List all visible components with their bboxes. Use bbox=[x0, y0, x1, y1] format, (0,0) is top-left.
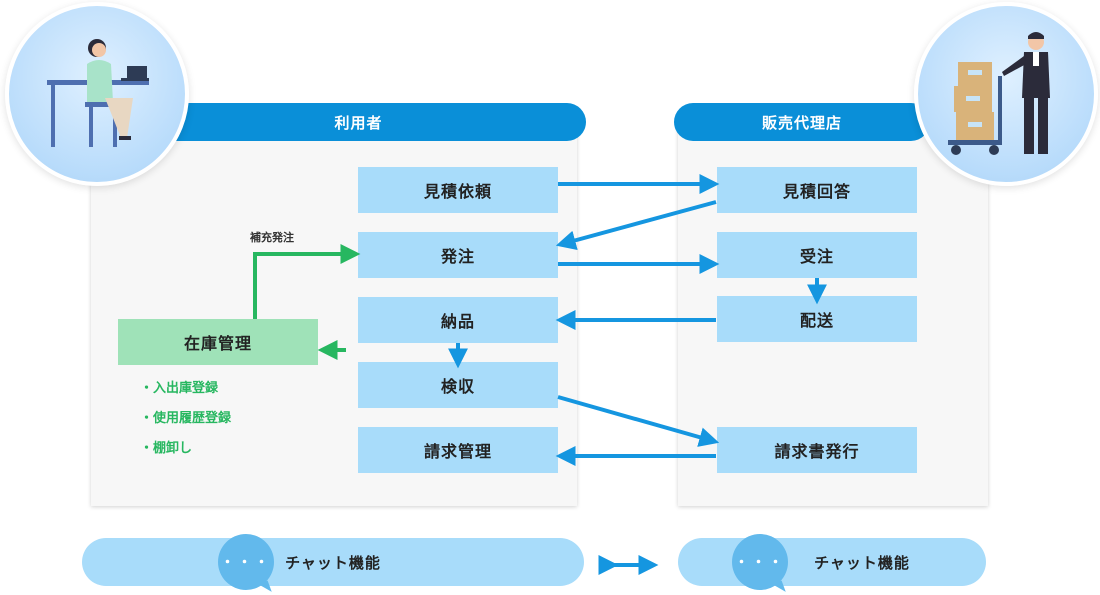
feature-item: ・入出庫登録 bbox=[140, 381, 219, 396]
arrow-inspection-to-invoice bbox=[557, 395, 720, 447]
step-estimate-request: 見積依頼 bbox=[358, 167, 558, 213]
inventory-feature-list: ・入出庫登録 ・使用履歴登録 ・棚卸し bbox=[140, 378, 231, 468]
dealer-header: 販売代理店 bbox=[674, 103, 930, 141]
step-billing-management: 請求管理 bbox=[358, 427, 558, 473]
inventory-management-box: 在庫管理 bbox=[118, 319, 318, 365]
refill-order-label: 補充発注 bbox=[250, 231, 294, 244]
feature-item: ・棚卸し bbox=[140, 441, 193, 456]
arrow-refill-order bbox=[253, 244, 361, 319]
chat-bar-user[interactable]: チャット機能 bbox=[82, 538, 584, 586]
chat-label: チャット機能 bbox=[285, 553, 381, 572]
feature-item: ・使用履歴登録 bbox=[140, 411, 232, 426]
chat-label: チャット機能 bbox=[814, 553, 910, 572]
office-worker-illustration bbox=[5, 2, 189, 186]
step-delivery-receipt: 納品 bbox=[358, 297, 558, 343]
arrow-reply-to-order bbox=[555, 200, 717, 251]
chat-bubble-icon: ・・・ bbox=[732, 534, 788, 590]
step-inspection: 検収 bbox=[358, 362, 558, 408]
user-header: 利用者 bbox=[131, 103, 586, 141]
step-order-received: 受注 bbox=[717, 232, 917, 278]
chat-bubble-dots: ・・・ bbox=[734, 555, 786, 571]
chat-bubble-icon: ・・・ bbox=[218, 534, 274, 590]
step-invoice-issue: 請求書発行 bbox=[717, 427, 917, 473]
delivery-man-illustration bbox=[914, 2, 1098, 186]
step-order: 発注 bbox=[358, 232, 558, 278]
chat-bubble-dots: ・・・ bbox=[220, 555, 272, 571]
chat-bar-dealer[interactable]: チャット機能 bbox=[678, 538, 986, 586]
step-estimate-reply: 見積回答 bbox=[717, 167, 917, 213]
